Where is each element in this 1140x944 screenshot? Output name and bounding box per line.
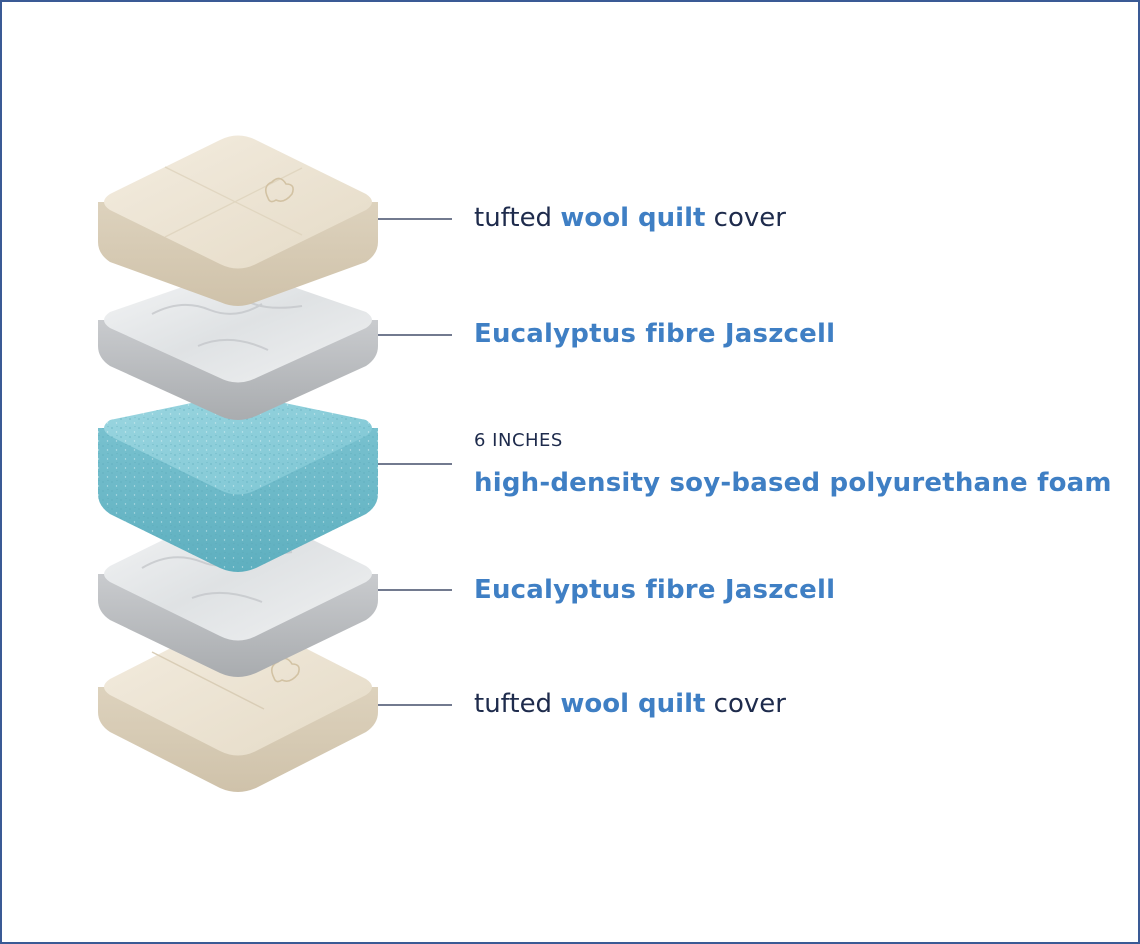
label-bottom-cover-post: cover [705,689,786,719]
bottom-cover-seam [151,651,265,710]
label-foam-core: high-density soy-based polyurethane foam [474,468,1112,498]
top-cover-seam [164,166,303,238]
bottom-cover-top [104,618,372,756]
layer-foam-core [98,393,378,572]
label-bottom-cover-pre: tufted [474,689,561,719]
label-upper-fibre: Eucalyptus fibre Jaszcell [474,319,836,349]
label-bottom-cover-strong: wool quilt [560,689,706,719]
label-lower-fibre: Eucalyptus fibre Jaszcell [474,575,836,605]
layer-top-cover [98,135,378,306]
label-bottom-cover: tufted wool quilt cover [474,691,786,717]
label-top-cover: tufted wool quilt cover [474,205,786,231]
layer-upper-fibre [98,270,378,420]
cotton-emblem-icon [264,177,294,203]
layer-bottom-cover [98,618,378,792]
upper-fibre-top [104,270,372,383]
foam-core-top-texture [104,393,372,495]
label-foam-thickness: 6 INCHES [474,430,563,451]
label-top-cover-post: cover [705,203,786,233]
top-cover-top [104,135,372,269]
label-top-cover-strong: wool quilt [560,203,706,233]
label-top-cover-pre: tufted [474,203,561,233]
